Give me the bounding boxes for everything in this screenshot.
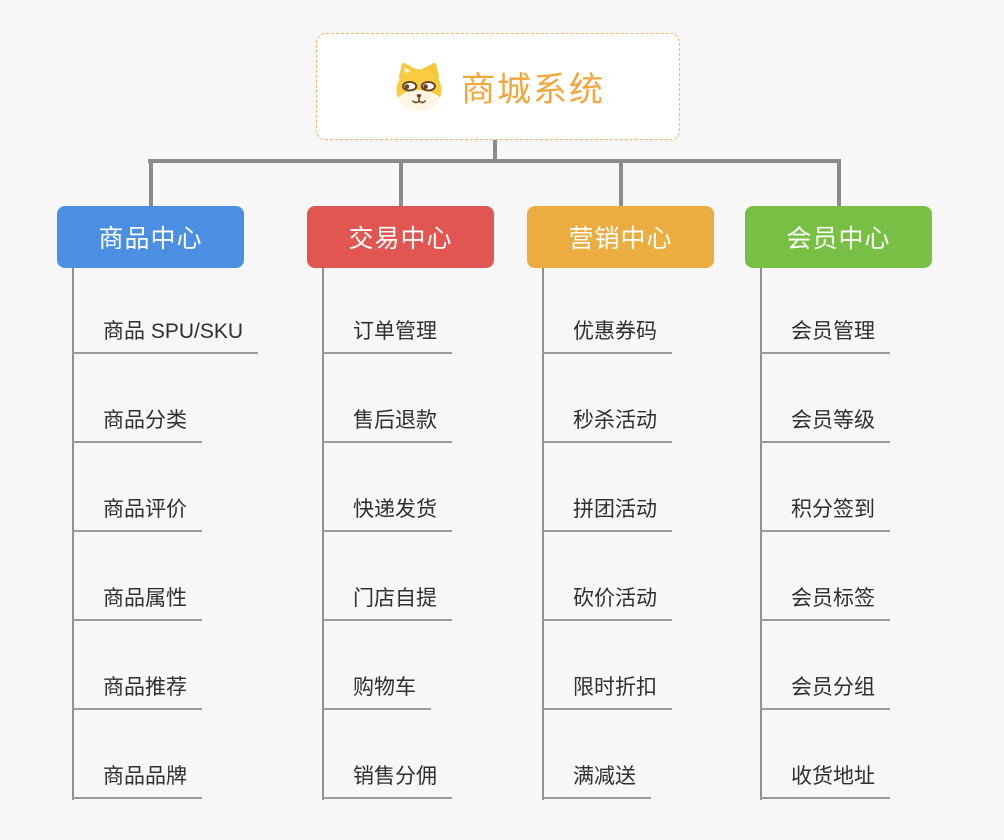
leaf-node[interactable]: 限时折扣 <box>542 673 672 710</box>
column-stem-connector <box>760 268 762 800</box>
leaf-node[interactable]: 商品属性 <box>72 584 202 621</box>
root-title: 商城系统 <box>461 71 605 109</box>
column-stem-connector <box>72 268 74 800</box>
leaf-node[interactable]: 商品评价 <box>72 495 202 532</box>
root-node[interactable]: 商城系统 <box>316 33 680 140</box>
branch-drop-connector <box>149 159 153 206</box>
column-stem-connector <box>322 268 324 800</box>
leaf-node[interactable]: 优惠券码 <box>542 317 672 354</box>
branch-drop-connector <box>399 159 403 206</box>
leaf-node[interactable]: 售后退款 <box>322 406 452 443</box>
leaf-node[interactable]: 砍价活动 <box>542 584 672 621</box>
leaf-node[interactable]: 订单管理 <box>322 317 452 354</box>
leaf-node[interactable]: 会员分组 <box>760 673 890 710</box>
leaf-node[interactable]: 积分签到 <box>760 495 890 532</box>
leaf-node[interactable]: 商品 SPU/SKU <box>72 317 259 354</box>
leaf-node[interactable]: 会员管理 <box>760 317 890 354</box>
leaf-node[interactable]: 商品品牌 <box>72 762 202 799</box>
leaf-node[interactable]: 门店自提 <box>322 584 452 621</box>
leaf-node[interactable]: 商品分类 <box>72 406 202 443</box>
leaf-node[interactable]: 商品推荐 <box>72 673 202 710</box>
branch-rail-connector <box>148 159 840 163</box>
dog-face-icon <box>396 62 442 111</box>
leaf-node[interactable]: 满减送 <box>542 762 651 799</box>
branch-node[interactable]: 商品中心 <box>57 206 244 268</box>
leaf-node[interactable]: 收货地址 <box>760 762 890 799</box>
column-stem-connector <box>542 268 544 800</box>
leaf-node[interactable]: 会员标签 <box>760 584 890 621</box>
leaf-node[interactable]: 拼团活动 <box>542 495 672 532</box>
branch-drop-connector <box>837 159 841 206</box>
leaf-node[interactable]: 秒杀活动 <box>542 406 672 443</box>
root-connector <box>493 140 497 159</box>
leaf-node[interactable]: 购物车 <box>322 673 431 710</box>
branch-node[interactable]: 会员中心 <box>745 206 932 268</box>
leaf-node[interactable]: 快递发货 <box>322 495 452 532</box>
branch-node[interactable]: 营销中心 <box>527 206 714 268</box>
leaf-node[interactable]: 销售分佣 <box>322 762 452 799</box>
branch-node[interactable]: 交易中心 <box>307 206 494 268</box>
leaf-node[interactable]: 会员等级 <box>760 406 890 443</box>
branch-drop-connector <box>619 159 623 206</box>
